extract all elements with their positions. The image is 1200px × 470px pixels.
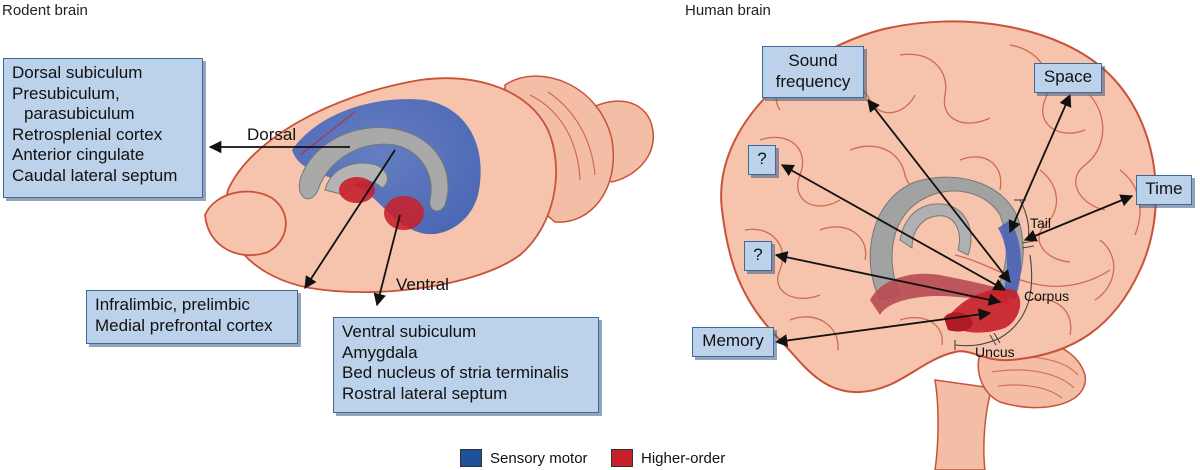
tail-label: Tail [1030,215,1052,231]
dorsal-box-line-6: Caudal lateral septum [12,165,178,185]
higher-order-swatch [611,449,633,467]
human-panel-title: Human brain [685,2,771,19]
rodent-higher-order-region-2 [384,196,424,230]
legend-sensory-motor: Sensory motor [460,449,588,467]
rodent-panel-title: Rodent brain [2,2,88,19]
arrow-question-lower [774,251,1002,306]
question-box-upper: ? [748,145,776,175]
rodent-olfactory-bulb [204,190,287,257]
ventral-projections-box: Ventral subiculum Amygdala Bed nucleus o… [333,317,599,413]
dorsal-box-line-3: parasubiculum [24,104,135,123]
sensory-motor-label: Sensory motor [490,449,588,467]
dorsal-label: Dorsal [247,125,297,144]
ventral-box-line-3: Bed nucleus of stria terminalis [342,363,569,382]
rodent-brain [204,75,655,307]
arrow-space [1008,93,1072,234]
arrow-memory [774,308,992,347]
prefrontal-box-line-2: Medial prefrontal cortex [95,315,273,335]
human-brain [720,20,1157,470]
sound-frequency-box: Sound frequency [762,46,864,98]
time-box: Time [1136,175,1192,205]
sensory-motor-swatch [460,449,482,467]
ventral-label: Ventral [396,275,449,294]
space-box: Space [1034,63,1102,93]
legend-higher-order: Higher-order [611,449,725,467]
uncus-label: Uncus [975,344,1015,360]
arrow-ventral [373,214,401,307]
dorsal-box-line-5: Anterior cingulate [12,145,145,164]
question-box-lower: ? [744,241,772,271]
human-spinal-cord [934,379,993,470]
ventral-box-line-2: Amygdala [342,342,418,362]
ventral-box-line-1: Ventral subiculum [342,322,477,341]
prefrontal-box-line-1: Infralimbic, prelimbic [95,295,250,314]
dorsal-box-line-1: Dorsal subiculum [12,63,143,82]
memory-box: Memory [692,327,774,357]
ventral-box-line-4: Rostral lateral septum [342,383,508,403]
corpus-label: Corpus [1024,288,1070,304]
dorsal-box-line-4: Retrosplenial cortex [12,124,163,144]
dorsal-projections-box: Dorsal subiculum Presubiculum, parasubic… [3,58,203,198]
arrow-prefrontal [304,149,396,290]
sound-box-line-2: frequency [775,71,851,91]
sound-box-line-1: Sound [788,51,838,70]
prefrontal-projections-box: Infralimbic, prelimbic Medial prefrontal… [86,290,298,344]
arrow-time [1023,194,1134,242]
higher-order-label: Higher-order [641,449,726,467]
rodent-higher-order-region-1 [339,177,375,203]
dorsal-box-line-2: Presubiculum, [12,83,120,103]
rodent-hippocampus [298,126,449,212]
